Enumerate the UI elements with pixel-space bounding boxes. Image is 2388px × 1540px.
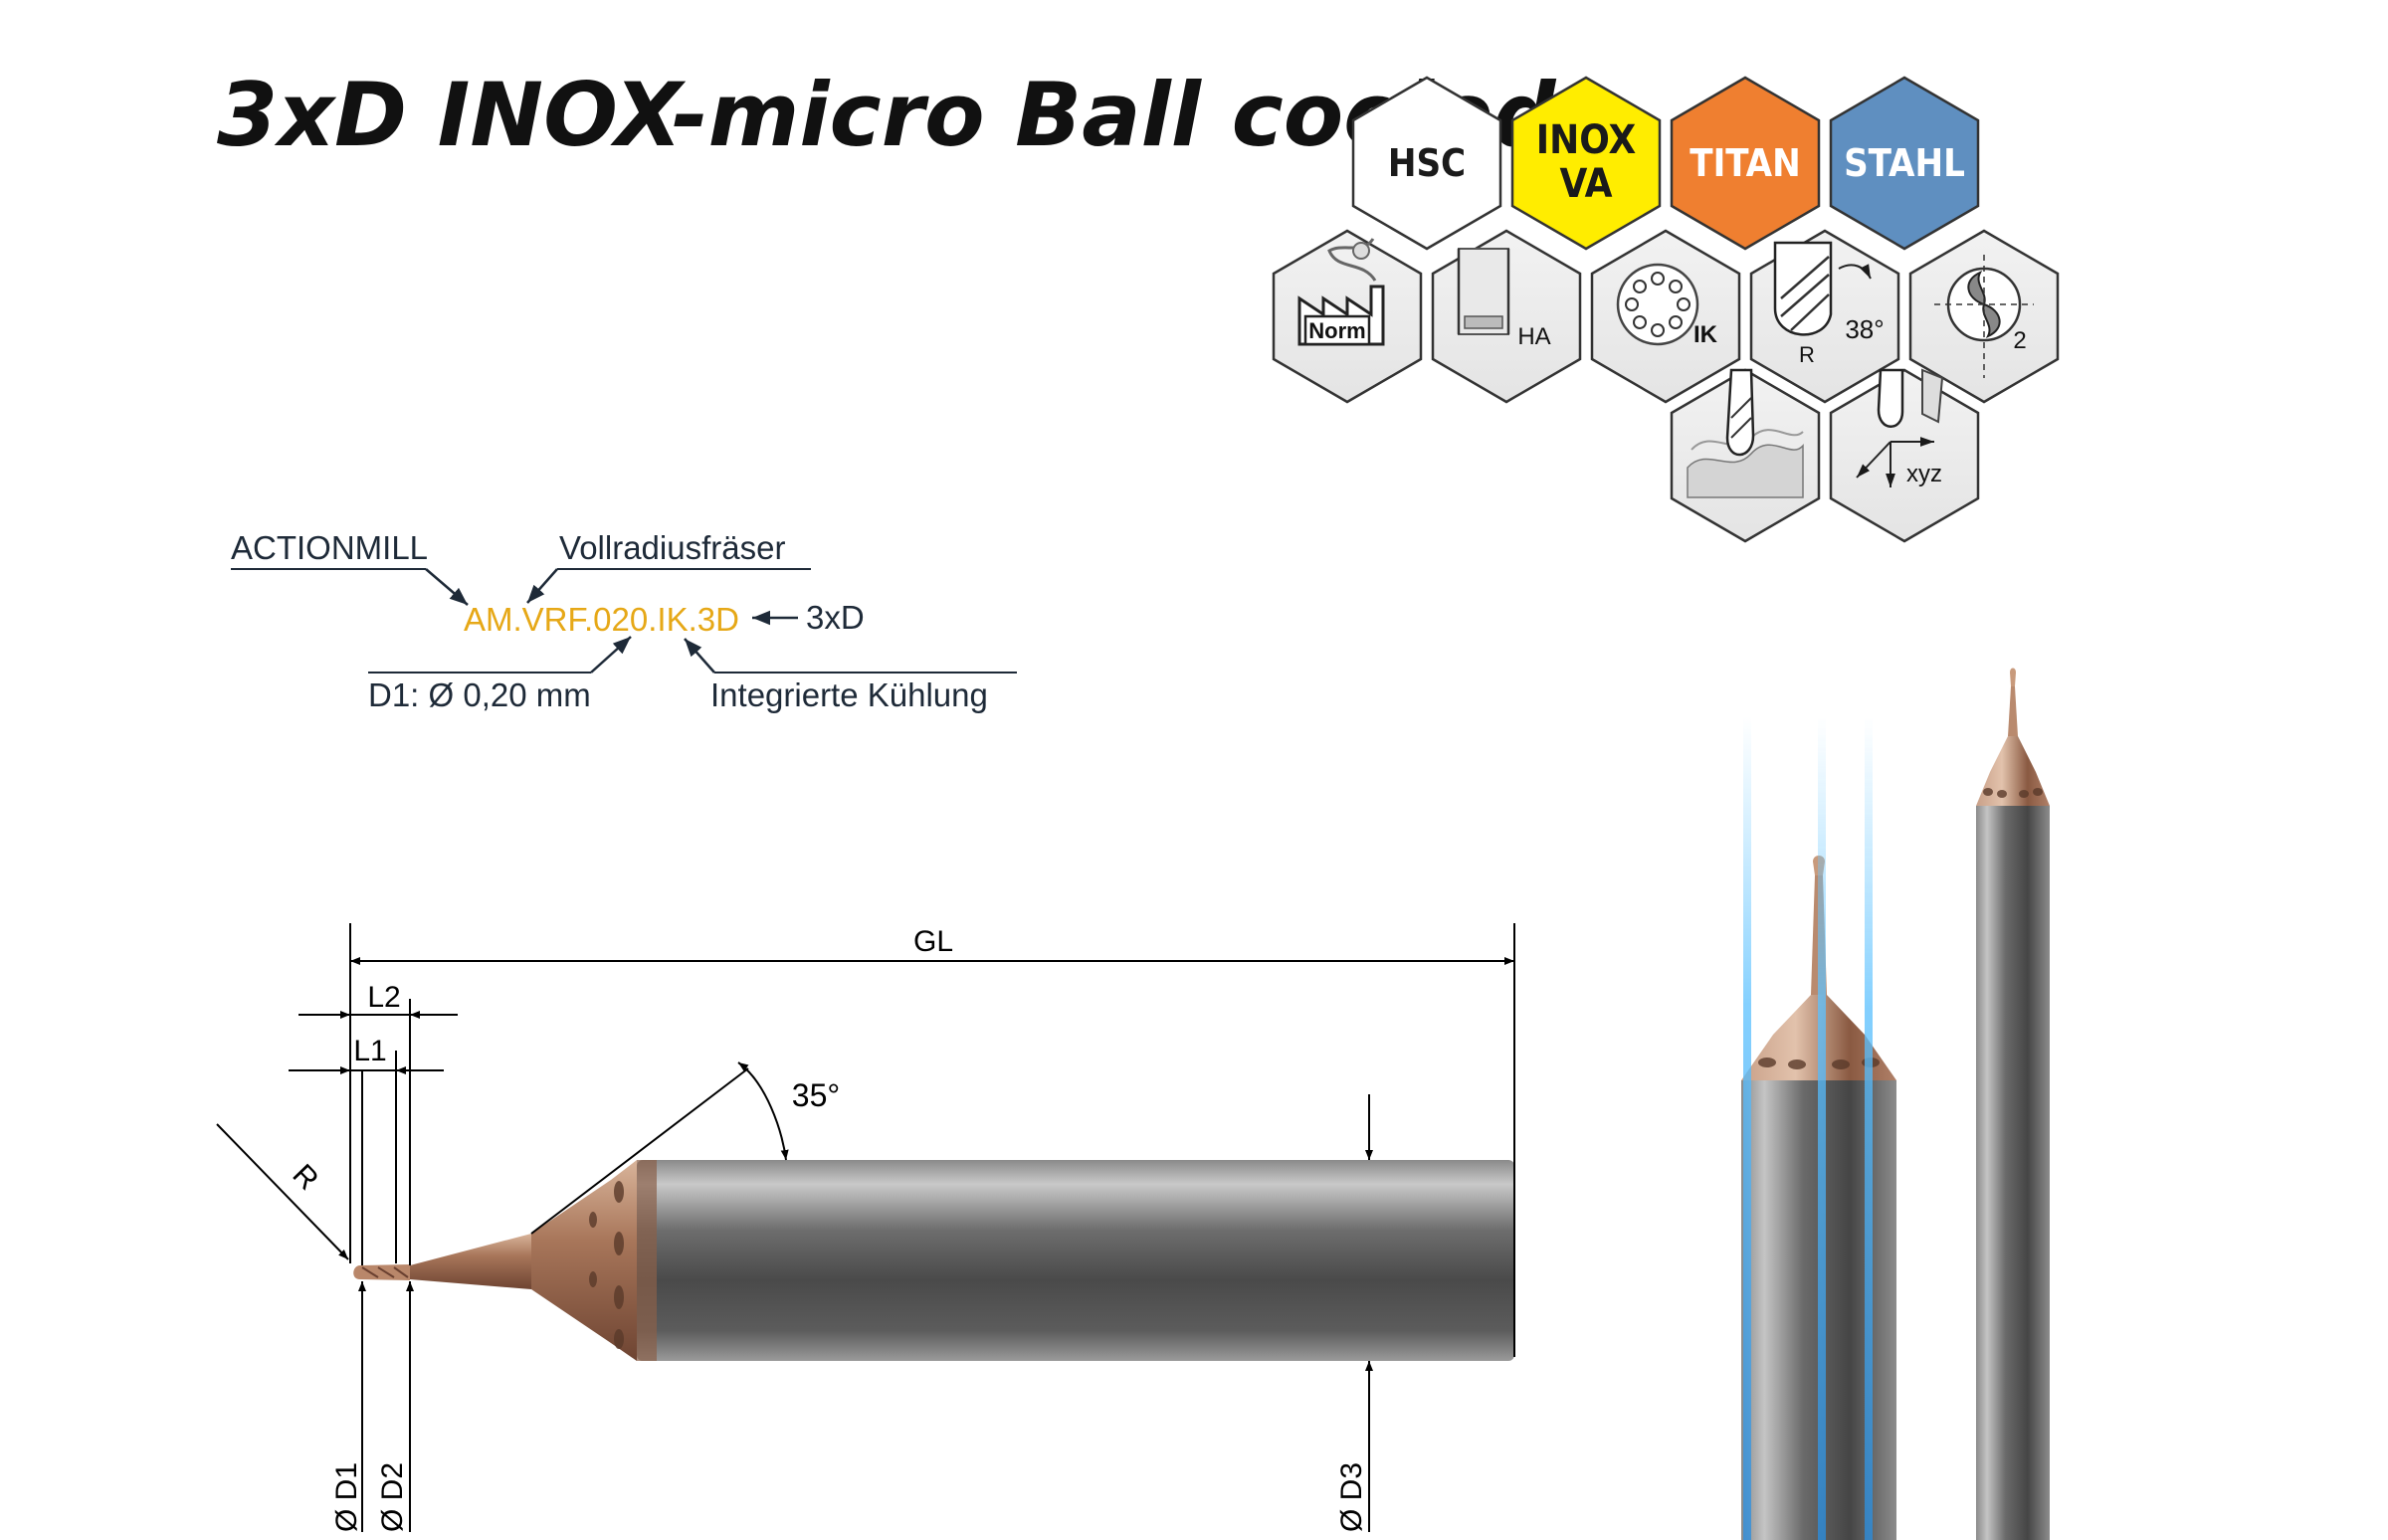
flute-count-label: 2 (2013, 327, 2026, 354)
badge-hsc-hex (1351, 76, 1502, 251)
surface-milling-icon (1670, 368, 1821, 543)
helix-angle-label: 38° (1845, 314, 1884, 344)
dim-gl: GL (913, 925, 953, 958)
r-label: R (1799, 342, 1815, 367)
ik-label: IK (1693, 321, 1718, 348)
page-title: 3xD INOX-micro Ball cooled (217, 64, 1557, 166)
badge-inox-va-label: VA (1560, 161, 1613, 207)
badge-stahl-label: STAHL (1844, 141, 1965, 185)
legend-length: 3xD (806, 599, 865, 636)
badge-hsc: HSC (1351, 76, 1502, 251)
code-legend: ACTIONMILL Vollradiusfräser AM.VRF.020.I… (231, 529, 1017, 713)
internal-coolant-ik-icon: IK (1590, 229, 1741, 404)
dim-angle: 35° (792, 1077, 840, 1113)
tool-drawing: GL L2 L1 R 35° Ø D1 Ø D2 Ø D3 (216, 923, 1515, 1532)
dim-d1: Ø D1 (330, 1462, 363, 1532)
tool-photo-plain (1976, 668, 2050, 1540)
tool-shank (637, 1160, 1514, 1361)
dim-r: R (286, 1158, 324, 1197)
badge-stahl: STAHL (1829, 76, 1980, 251)
tool-taper (410, 1234, 531, 1289)
article-code: AM.VRF.020.IK.3D (464, 601, 739, 638)
legend-cooling: Integrierte Kühlung (710, 676, 988, 713)
badge-stahl-hex (1829, 76, 1980, 251)
badge-titan-hex (1670, 76, 1821, 251)
dim-l1: L1 (353, 1035, 386, 1067)
factory-norm-icon: Norm (1272, 229, 1423, 404)
two-flute-icon: 2 (1908, 229, 2060, 404)
xyz-label: xyz (1906, 461, 1942, 487)
legend-type: Vollradiusfräser (559, 529, 785, 566)
badge-hsc-label: HSC (1388, 141, 1466, 185)
shank-ha-icon: HA (1431, 229, 1582, 404)
tool-neck-cone (531, 1160, 637, 1361)
badge-titan-label: TITAN (1690, 141, 1800, 185)
legend-brand: ACTIONMILL (231, 529, 428, 566)
ha-label: HA (1517, 323, 1550, 350)
badge-inox-va-hex (1510, 76, 1662, 251)
ball-radius-helix-icon: R 38° (1749, 229, 1900, 404)
legend-diameter: D1: Ø 0,20 mm (368, 676, 591, 713)
dim-l2: L2 (367, 981, 400, 1014)
dim-d3: Ø D3 (1335, 1462, 1368, 1532)
tool-photo-cooled (1741, 716, 1896, 1540)
xyz-axis-milling-icon: xyz (1829, 368, 1980, 543)
norm-label: Norm (1308, 318, 1365, 343)
dim-d2: Ø D2 (376, 1462, 409, 1532)
badge-titan: TITAN (1670, 76, 1821, 251)
feature-icons: Norm HA IK R 38° (1272, 229, 2060, 543)
badge-inox-va-label: INOX (1536, 117, 1637, 163)
